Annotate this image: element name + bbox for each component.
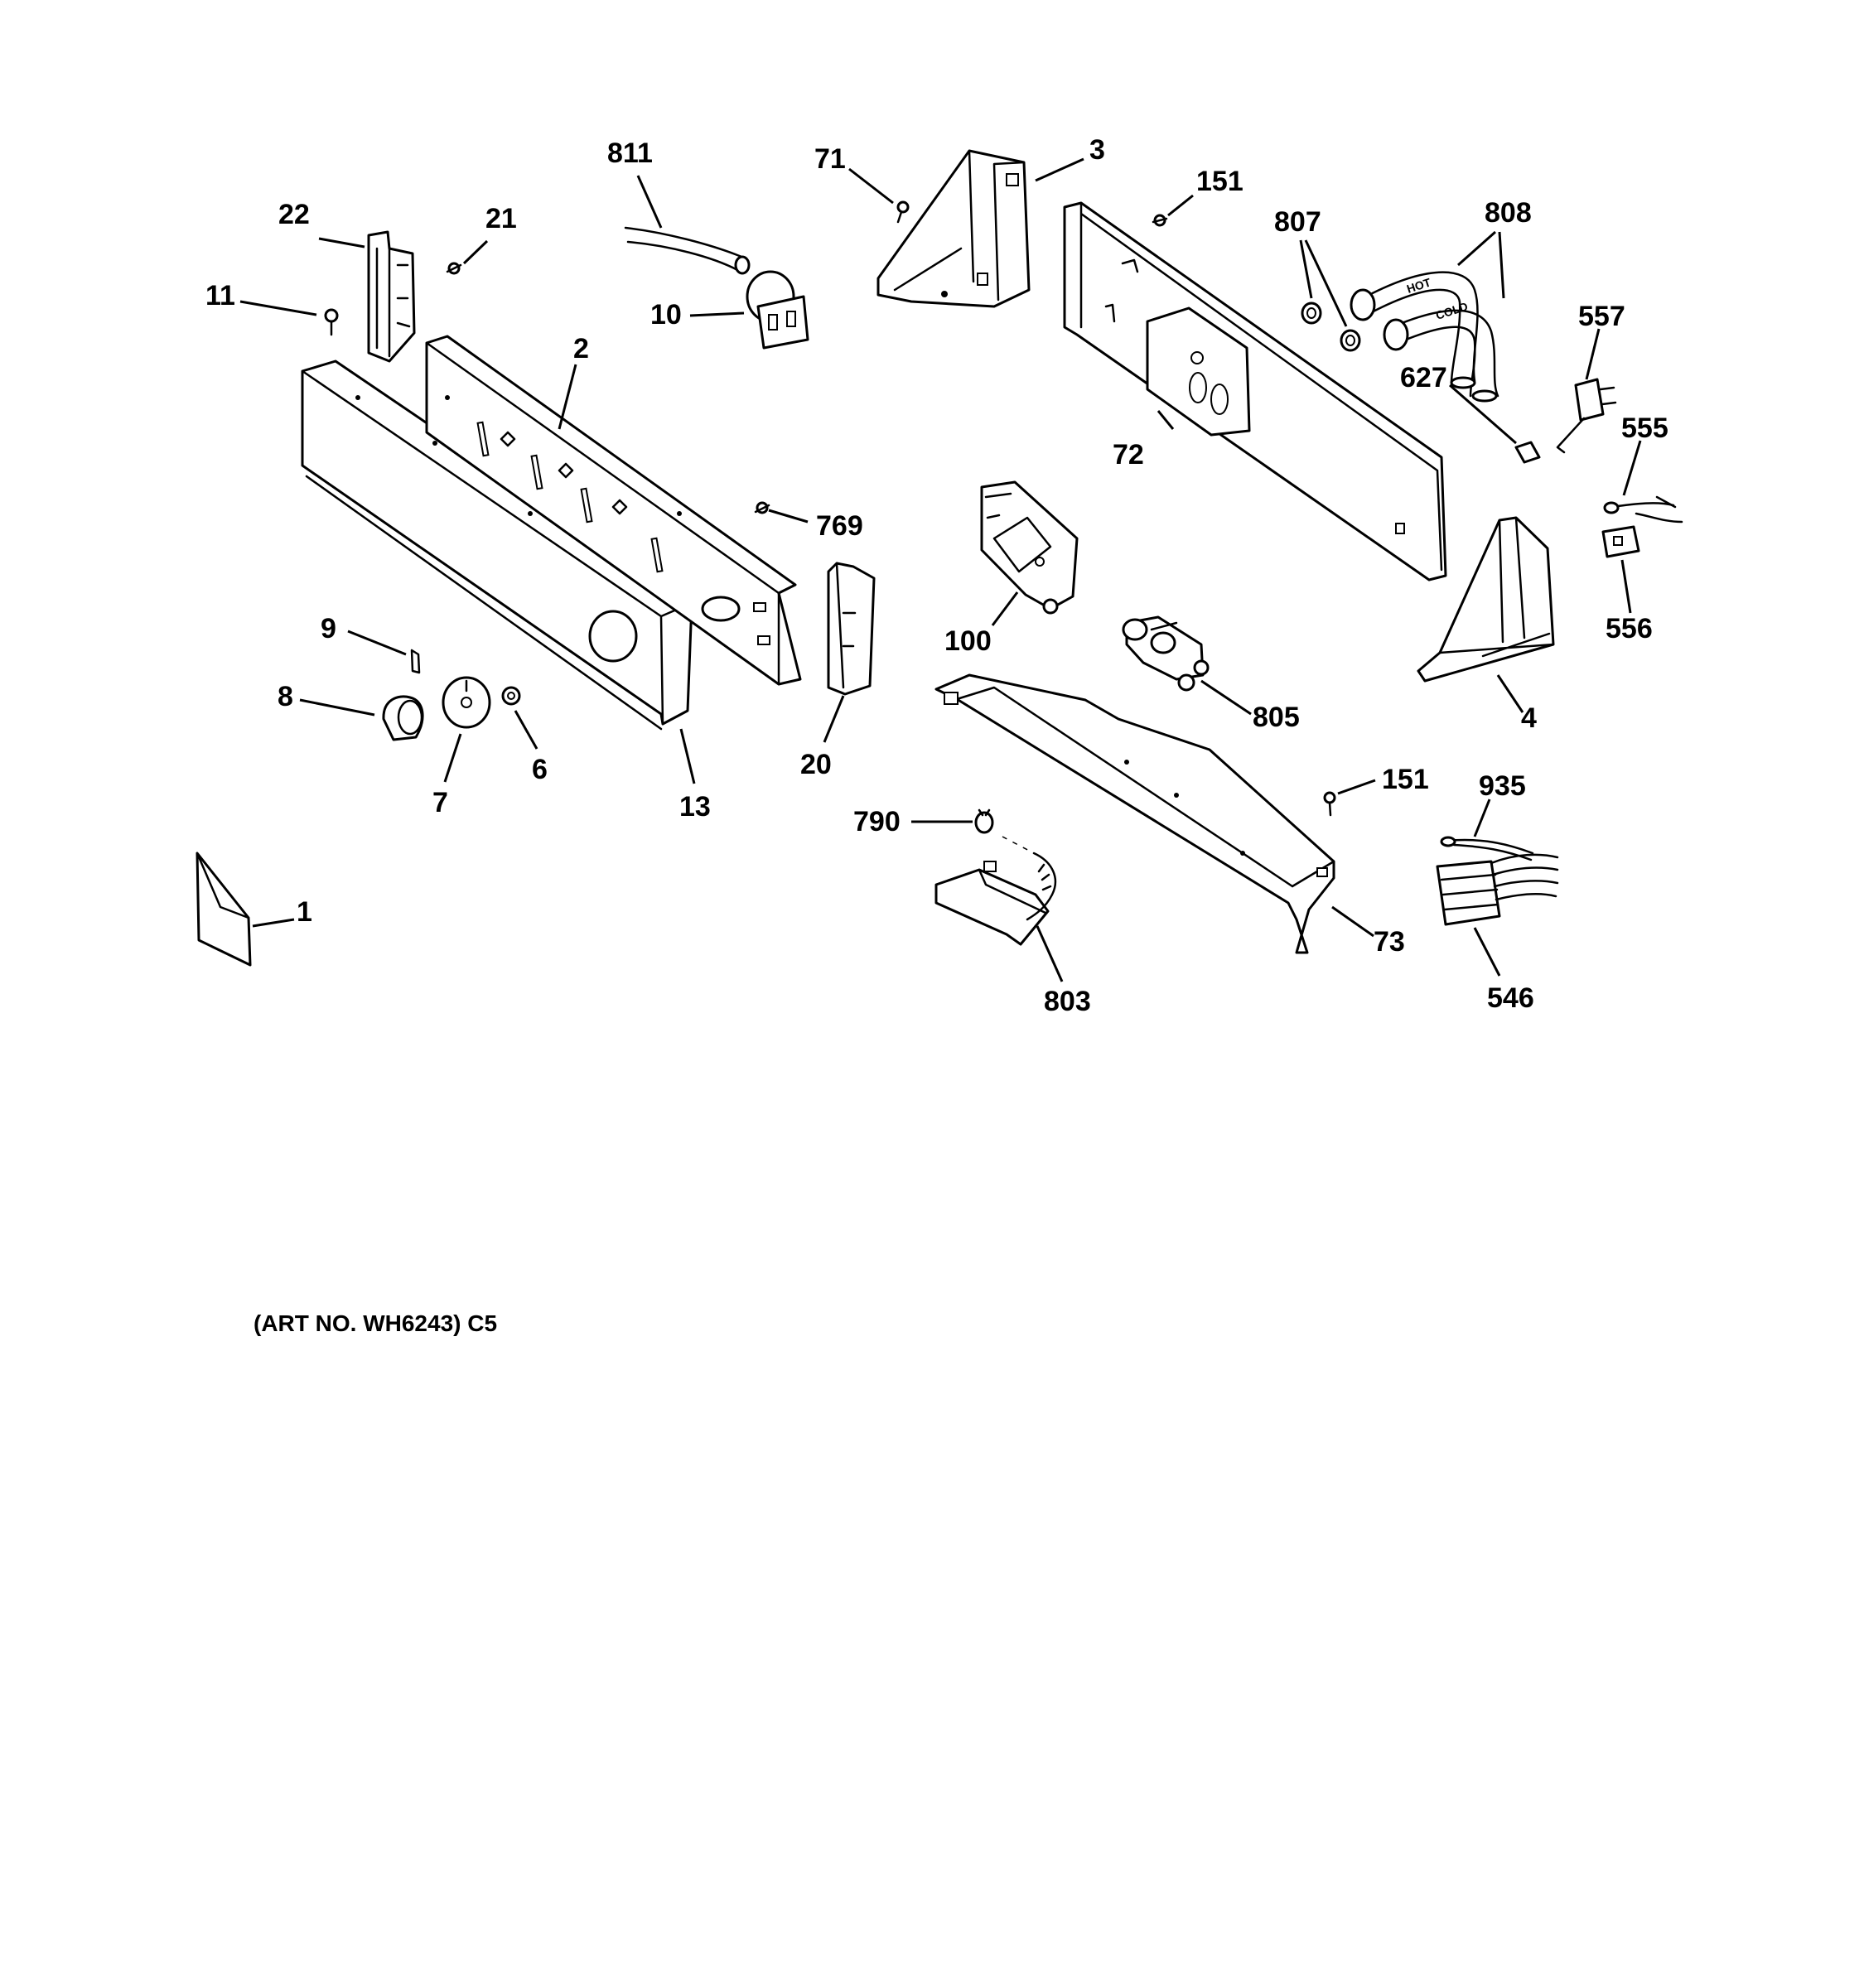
label-10: 10 xyxy=(650,299,682,331)
part-11-screw xyxy=(324,308,339,336)
part-805-water-valve xyxy=(1122,615,1210,692)
label-556: 556 xyxy=(1606,613,1653,644)
part-2-inner-panel xyxy=(425,335,802,686)
part-557-power-plug xyxy=(1556,378,1617,454)
label-73: 73 xyxy=(1374,926,1405,958)
label-805: 805 xyxy=(1253,702,1300,733)
label-803: 803 xyxy=(1044,986,1091,1017)
label-769: 769 xyxy=(816,510,863,542)
label-71: 71 xyxy=(814,143,846,175)
label-100: 100 xyxy=(944,625,992,657)
label-557: 557 xyxy=(1578,301,1625,332)
part-808-fill-hoses: HOT COLD xyxy=(1350,271,1499,403)
part-22-end-bracket xyxy=(367,230,416,363)
leader-lines xyxy=(239,157,1642,982)
part-100-timer xyxy=(980,480,1079,615)
part-151-screw-lower xyxy=(1323,791,1336,817)
label-790: 790 xyxy=(853,806,901,837)
part-6-nut xyxy=(501,686,521,706)
art-number: (ART NO. WH6243) C5 xyxy=(254,1310,497,1336)
part-790-clamp xyxy=(974,808,994,834)
label-2: 2 xyxy=(573,333,589,364)
label-627: 627 xyxy=(1400,362,1447,393)
part-10-pressure-switch xyxy=(746,270,809,350)
part-556-connector xyxy=(1601,525,1640,558)
part-769-screw xyxy=(754,501,770,514)
part-555-wire xyxy=(1603,495,1683,524)
label-13: 13 xyxy=(679,791,711,823)
label-811: 811 xyxy=(607,138,653,169)
label-546: 546 xyxy=(1487,982,1534,1014)
part-3-end-bracket xyxy=(876,149,1031,308)
part-73-lower-brace xyxy=(934,673,1335,954)
label-4: 4 xyxy=(1521,702,1537,734)
label-555: 555 xyxy=(1621,413,1668,444)
part-13-control-panel xyxy=(301,359,693,731)
label-808: 808 xyxy=(1485,197,1532,229)
label-21: 21 xyxy=(485,203,517,234)
label-9: 9 xyxy=(321,613,336,644)
cold-marking: COLD xyxy=(1434,299,1470,321)
part-4-end-bracket xyxy=(1417,516,1555,683)
part-72-back-panel xyxy=(1063,201,1447,581)
label-22: 22 xyxy=(278,199,310,230)
part-811-hose xyxy=(624,226,751,275)
part-627-grommet xyxy=(1514,441,1541,464)
callout-labels: 22 21 11 2 811 10 71 3 151 807 808 557 6… xyxy=(205,134,1668,1017)
part-151-screw-upper xyxy=(1152,214,1168,227)
label-11: 11 xyxy=(205,280,235,311)
part-803-tray xyxy=(934,836,1057,946)
label-7: 7 xyxy=(432,787,448,818)
part-8-knob xyxy=(382,695,424,741)
label-1: 1 xyxy=(297,896,312,928)
label-151-lower: 151 xyxy=(1382,764,1429,795)
label-935: 935 xyxy=(1479,770,1526,802)
part-935-wire xyxy=(1440,836,1534,861)
part-7-dial xyxy=(442,676,491,729)
label-807: 807 xyxy=(1274,206,1321,238)
part-20-end-cap xyxy=(827,562,876,696)
part-546-connector-block xyxy=(1436,853,1559,926)
label-8: 8 xyxy=(278,681,293,712)
label-20: 20 xyxy=(800,749,832,780)
label-6: 6 xyxy=(532,754,548,785)
part-807-washers xyxy=(1301,302,1361,352)
part-21-screw xyxy=(446,262,462,275)
part-9-clip xyxy=(410,649,421,674)
label-3: 3 xyxy=(1089,134,1105,166)
label-72: 72 xyxy=(1113,439,1144,470)
part-1-literature xyxy=(196,852,252,967)
part-71-screw xyxy=(896,200,910,224)
label-151-upper: 151 xyxy=(1196,166,1243,197)
